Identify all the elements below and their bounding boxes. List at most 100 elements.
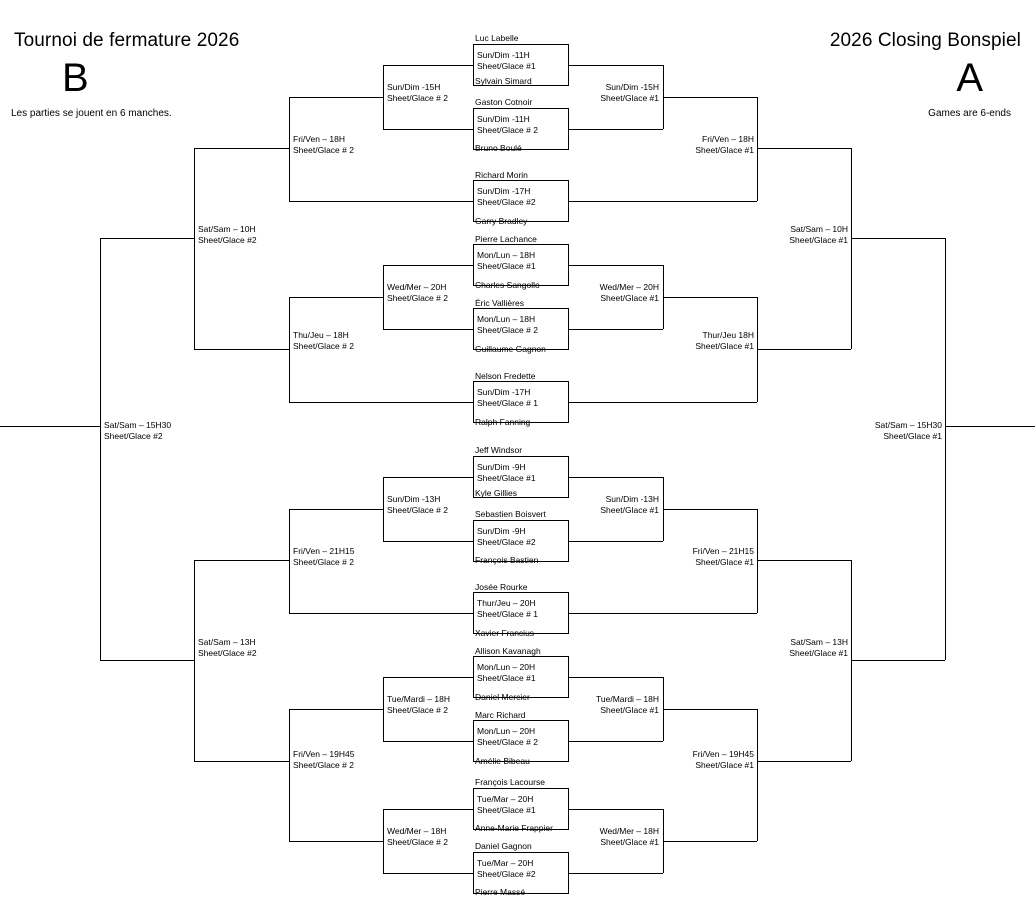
game-box[interactable] [473, 656, 569, 698]
player-name: Pierre Lachance [475, 234, 537, 244]
game-box[interactable] [473, 852, 569, 894]
player-name: Guillaume Gagnon [475, 344, 546, 354]
connector [945, 238, 946, 660]
connector [383, 329, 455, 330]
connector [757, 709, 758, 841]
game-sheet: Sheet/Glace # 2 [387, 704, 448, 715]
match-slot: Wed/Mer – 20H Sheet/Glace #1 [583, 282, 659, 303]
connector [587, 329, 663, 330]
connector [587, 541, 663, 542]
match-slot: Sat/Sam – 13H Sheet/Glace #2 [198, 637, 257, 658]
connector [569, 677, 587, 678]
game-slot: Sun/Dim -11H Sheet/Glace # 2 [477, 114, 538, 135]
connector [569, 129, 587, 130]
connector [851, 238, 945, 239]
match-slot: Tue/Mardi – 18H Sheet/Glace #1 [583, 694, 659, 715]
player-name: Anne-Marie Frappier [475, 823, 553, 833]
player-name: Pierre Massé [475, 887, 526, 897]
game-time: Wed/Mer – 18H [599, 826, 659, 836]
game-sheet: Sheet/Glace # 2 [477, 124, 538, 135]
game-sheet: Sheet/Glace #1 [477, 60, 536, 71]
game-time: Sat/Sam – 15H30 [104, 420, 172, 430]
game-sheet: Sheet/Glace #2 [104, 430, 163, 441]
connector [663, 509, 757, 510]
game-box[interactable] [473, 720, 569, 762]
connector [455, 129, 473, 130]
player-name: Sylvain Simard [475, 76, 532, 86]
game-time: Wed/Mer – 20H [599, 282, 659, 292]
connector [194, 148, 195, 349]
game-box[interactable] [473, 456, 569, 498]
game-sheet: Sheet/Glace # 1 [477, 397, 538, 408]
match-slot: Wed/Mer – 18H Sheet/Glace #1 [583, 826, 659, 847]
match-slot: Fri/Ven – 19H45 Sheet/Glace # 2 [293, 749, 354, 770]
connector [289, 709, 290, 841]
player-name: Richard Morin [475, 170, 528, 180]
game-box[interactable] [473, 308, 569, 350]
connector [383, 677, 455, 678]
player-name: François Lacourse [475, 777, 545, 787]
connector [587, 265, 663, 266]
connector [569, 741, 587, 742]
match-slot: Thur/Jeu 18H Sheet/Glace #1 [680, 330, 754, 351]
game-sheet: Sheet/Glace #1 [695, 556, 754, 567]
game-sheet: Sheet/Glace # 2 [293, 759, 354, 770]
connector [757, 97, 758, 201]
game-sheet: Sheet/Glace #1 [600, 704, 659, 715]
connector [569, 809, 587, 810]
game-box[interactable] [473, 44, 569, 86]
connector [757, 761, 851, 762]
game-time: Mon/Lun – 20H [477, 726, 536, 736]
game-time: Wed/Mer – 20H [387, 282, 447, 292]
game-sheet: Sheet/Glace #1 [695, 759, 754, 770]
connector [455, 329, 473, 330]
game-sheet: Sheet/Glace # 2 [293, 556, 354, 567]
connector [383, 65, 455, 66]
game-box[interactable] [473, 520, 569, 562]
game-box[interactable] [473, 381, 569, 423]
game-slot: Tue/Mar – 20H Sheet/Glace #1 [477, 794, 536, 815]
connector [100, 238, 194, 239]
connector [455, 741, 473, 742]
match-slot: Wed/Mer – 18H Sheet/Glace # 2 [387, 826, 448, 847]
connector [455, 541, 473, 542]
connector [383, 541, 455, 542]
connector [194, 560, 195, 761]
game-box[interactable] [473, 108, 569, 150]
game-box[interactable] [473, 592, 569, 634]
connector [194, 148, 289, 149]
game-sheet: Sheet/Glace #2 [477, 868, 536, 879]
match-slot: Sun/Dim -13H Sheet/Glace #1 [583, 494, 659, 515]
connector [289, 402, 455, 403]
player-name: Éric Vallières [475, 298, 524, 308]
connector [383, 129, 455, 130]
connector [851, 660, 945, 661]
game-time: Fri/Ven – 18H [702, 134, 754, 144]
connector [194, 761, 289, 762]
game-slot: Sun/Dim -9H Sheet/Glace #1 [477, 462, 536, 483]
connector [383, 809, 455, 810]
connector [455, 809, 473, 810]
connector [757, 560, 851, 561]
game-time: Thur/Jeu 18H [702, 330, 755, 340]
connector [289, 97, 383, 98]
connector [383, 477, 384, 541]
connector [569, 402, 587, 403]
game-sheet: Sheet/Glace #1 [600, 836, 659, 847]
connector [194, 349, 289, 350]
connector [663, 841, 757, 842]
game-time: Sat/Sam – 13H [198, 637, 256, 647]
connector [455, 65, 473, 66]
connector [587, 677, 663, 678]
game-time: Fri/Ven – 18H [293, 134, 345, 144]
game-sheet: Sheet/Glace # 2 [477, 736, 538, 747]
game-box[interactable] [473, 180, 569, 222]
game-time: Sat/Sam – 10H [790, 224, 848, 234]
game-time: Fri/Ven – 21H15 [293, 546, 355, 556]
game-box[interactable] [473, 788, 569, 830]
game-time: Sun/Dim -17H [477, 387, 531, 397]
game-sheet: Sheet/Glace #1 [600, 92, 659, 103]
game-box[interactable] [473, 244, 569, 286]
game-time: Tue/Mar – 20H [477, 858, 534, 868]
player-name: Ralph Fanning [475, 417, 531, 427]
